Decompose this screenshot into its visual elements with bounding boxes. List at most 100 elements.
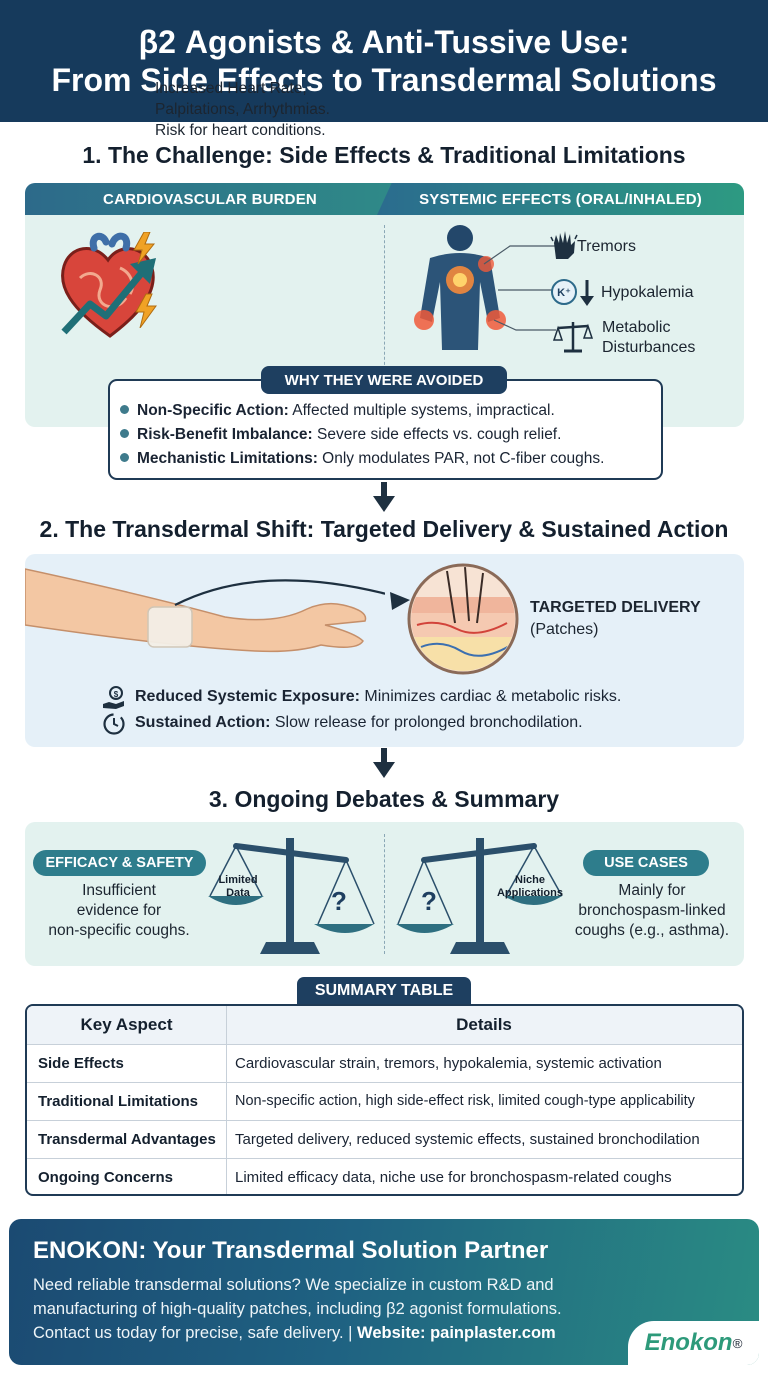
reason-text: Only modulates PAR, not C-fiber coughs.: [317, 450, 605, 467]
body-figure-icon: [414, 225, 506, 350]
row-aspect: Ongoing Concerns: [38, 1169, 173, 1186]
reason-item: Non-Specific Action: Affected multiple s…: [120, 402, 555, 420]
use-cases-text: Mainly for bronchospasm-linked coughs (e…: [566, 881, 738, 941]
table-row: Side Effects Cardiovascular strain, trem…: [27, 1044, 742, 1082]
efficacy-line: evidence for: [76, 902, 162, 919]
footer-line: Need reliable transdermal solutions? We …: [33, 1276, 554, 1294]
table-header: Key Aspect Details: [27, 1006, 742, 1044]
question-mark-icon: ?: [331, 886, 347, 916]
row-details: Limited efficacy data, niche use for bro…: [235, 1169, 672, 1186]
svg-text:$: $: [114, 690, 119, 699]
benefit-text: Slow release for prolonged bronchodilati…: [270, 714, 583, 731]
row-aspect: Transdermal Advantages: [38, 1131, 216, 1148]
panel-divider: [384, 834, 385, 954]
hand-tremor-icon: [550, 231, 578, 259]
efficacy-line: Insufficient: [82, 882, 156, 899]
metabolic-label: Metabolic Disturbances: [602, 318, 695, 358]
page-title-line1: β2 Agonists & Anti-Tussive Use:: [138, 24, 630, 60]
use-cases-pill: USE CASES: [583, 850, 709, 876]
row-aspect: Traditional Limitations: [38, 1093, 199, 1110]
skin-layers-icon: [407, 563, 519, 675]
footer-contact-text: Contact us today for precise, safe deliv…: [33, 1324, 358, 1342]
bullet-dot: [120, 453, 129, 462]
benefit-label: Reduced Systemic Exposure:: [135, 688, 360, 705]
metabolic-line1: Metabolic: [602, 319, 671, 336]
money-hand-icon: $: [103, 686, 124, 709]
bullet-dot: [120, 405, 129, 414]
tab-systemic: SYSTEMIC EFFECTS (ORAL/INHALED): [377, 183, 744, 215]
niche-applications-label: Niche Applications: [492, 874, 568, 900]
scale-label-line: Limited: [218, 874, 258, 886]
footer-body: Need reliable transdermal solutions? We …: [33, 1273, 673, 1345]
header-details: Details: [456, 1015, 512, 1034]
connector-lines: [483, 245, 556, 331]
avoided-tag: WHY THEY WERE AVOIDED: [261, 366, 507, 394]
scale-label-line: Applications: [496, 887, 563, 899]
benefit-text: Minimizes cardiac & metabolic risks.: [359, 688, 622, 705]
cardio-line: Risk for heart conditions.: [155, 122, 326, 139]
arrow-head-icon: [390, 592, 410, 610]
row-details: Targeted delivery, reduced systemic effe…: [235, 1131, 700, 1148]
logo-text: Enokon: [644, 1329, 733, 1356]
section2-title: 2. The Transdermal Shift: Targeted Deliv…: [39, 516, 729, 542]
footer-line: Contact us today for precise, safe deliv…: [33, 1321, 673, 1345]
reason-item: Risk-Benefit Imbalance: Severe side effe…: [120, 426, 561, 444]
trend-arrow-icon: [61, 258, 156, 335]
question-mark-icon: ?: [421, 886, 437, 916]
website-link[interactable]: Website: painplaster.com: [357, 1324, 556, 1342]
metabolic-line2: Disturbances: [602, 339, 696, 356]
bullet-dot: [120, 429, 129, 438]
down-arrow-icon: [373, 482, 395, 512]
clock-icon: [103, 713, 125, 735]
use-cases-line: coughs (e.g., asthma).: [574, 922, 730, 939]
efficacy-text: Insufficient evidence for non-specific c…: [36, 881, 202, 941]
lightning-icon: [133, 232, 157, 328]
efficacy-line: non-specific coughs.: [48, 922, 190, 939]
registered-mark: ®: [732, 1335, 743, 1351]
balance-scale-icon: [552, 322, 594, 353]
row-details: Non-specific action, high side-effect ri…: [235, 1093, 695, 1109]
reason-item: Mechanistic Limitations: Only modulates …: [120, 450, 604, 468]
limited-data-label: Limited Data: [210, 874, 266, 900]
scale-label-line: Niche: [515, 874, 545, 886]
efficacy-safety-pill: EFFICACY & SAFETY: [33, 850, 206, 876]
use-cases-line: Mainly for: [618, 882, 686, 899]
table-row: Ongoing Concerns Limited efficacy data, …: [27, 1158, 742, 1194]
table-row: Transdermal Advantages Targeted delivery…: [27, 1120, 742, 1158]
hypokalemia-label: Hypokalemia: [601, 284, 694, 301]
reason-label: Risk-Benefit Imbalance:: [137, 426, 313, 443]
reason-label: Mechanistic Limitations:: [137, 450, 318, 467]
avoided-reasons-box: [108, 379, 663, 480]
section3-title: 3. Ongoing Debates & Summary: [208, 786, 560, 812]
cardio-line: Palpitations, Arrhythmias.: [155, 101, 330, 118]
arm-patch-icon: [25, 568, 385, 653]
cardio-line: Increased Heart Rate,: [155, 80, 307, 97]
page-title-line2: From Side Effects to Transdermal Solutio…: [51, 62, 717, 98]
benefit-label: Sustained Action:: [135, 714, 271, 731]
scale-icon: [396, 838, 563, 954]
cardio-description: Increased Heart Rate, Palpitations, Arrh…: [155, 78, 330, 141]
table-column-divider: [226, 1006, 227, 1194]
targeted-sub: (Patches): [530, 621, 599, 638]
summary-table: Key Aspect Details Side Effects Cardiova…: [25, 1004, 744, 1196]
row-aspect: Side Effects: [38, 1055, 124, 1072]
footer-line: manufacturing of high-quality patches, i…: [33, 1300, 562, 1318]
targeted-label: TARGETED DELIVERY: [530, 599, 701, 616]
header-key-aspect: Key Aspect: [80, 1015, 173, 1034]
scale-icon: [208, 838, 375, 954]
enokon-logo[interactable]: Enokon®: [628, 1321, 759, 1365]
table-row: Traditional Limitations Non-specific act…: [27, 1082, 742, 1120]
benefit-item: Reduced Systemic Exposure: Minimizes car…: [135, 688, 621, 706]
tremors-label: Tremors: [577, 238, 636, 255]
footer-title: ENOKON: Your Transdermal Solution Partne…: [33, 1237, 549, 1264]
panel-divider: [384, 225, 385, 375]
benefit-item: Sustained Action: Slow release for prolo…: [135, 714, 583, 732]
section1-title: 1. The Challenge: Side Effects & Traditi…: [82, 142, 686, 168]
summary-tag: SUMMARY TABLE: [297, 977, 471, 1005]
potassium-icon: K⁺: [551, 279, 577, 305]
down-arrow-icon: [580, 280, 594, 306]
reason-label: Non-Specific Action:: [137, 402, 289, 419]
transdermal-panel: [25, 554, 744, 747]
down-arrow-icon: [373, 748, 395, 778]
header-banner: β2 Agonists & Anti-Tussive Use: From Sid…: [0, 0, 768, 122]
